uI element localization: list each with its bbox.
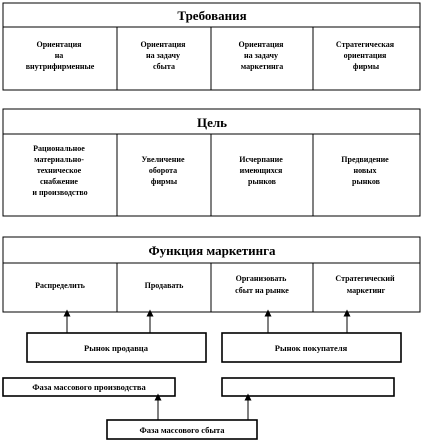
seller-market-label: Рынок продавца xyxy=(84,343,149,353)
buyer-market-label: Рынок покупателя xyxy=(275,343,348,353)
function-cell-distribute: Распределить xyxy=(35,281,86,290)
requirements-table: Требования Ориентация на внутрифирменные… xyxy=(2,2,421,91)
goal-cell-exhaust: Исчерпание имеющихся рынков xyxy=(239,155,285,186)
requirements-cell-internal: Ориентация на внутрифирменные xyxy=(26,40,95,71)
function-title: Функция маркетинга xyxy=(148,243,276,258)
goal-table: Цель Рациональное материально- техническ… xyxy=(2,108,421,217)
requirements-cell-marketing: Ориентация на задачу маркетинга xyxy=(238,40,285,71)
seller-market: Рынок продавца xyxy=(26,332,207,363)
phase-mass-production-label: Фаза массового производства xyxy=(32,382,146,392)
phase-mass-sales: Фаза массового сбыта xyxy=(106,419,258,440)
function-cell-sell: Продавать xyxy=(145,281,185,290)
function-cell-strategic: Стратегический маркетинг xyxy=(335,274,396,295)
goal-title: Цель xyxy=(197,115,227,130)
phase-empty-box xyxy=(221,377,395,397)
function-table: Функция маркетинга Распределить Продават… xyxy=(2,236,421,313)
goal-cell-turnover: Увеличение оборота фирмы xyxy=(141,155,186,186)
requirements-cell-strategic: Стратегическая ориентация фирмы xyxy=(336,40,396,71)
phase-mass-production: Фаза массового производства xyxy=(2,377,176,397)
goal-cell-supply: Рациональное материально- техническое сн… xyxy=(32,144,87,197)
phase-mass-sales-label: Фаза массового сбыта xyxy=(139,425,225,435)
requirements-cell-sales: Ориентация на задачу сбыта xyxy=(140,40,187,71)
goal-cell-foresee: Предвидение новых рынков xyxy=(341,155,390,186)
buyer-market: Рынок покупателя xyxy=(221,332,402,363)
function-cell-organize: Организовать сбыт на рынке xyxy=(235,274,289,295)
requirements-title: Требования xyxy=(177,8,246,23)
